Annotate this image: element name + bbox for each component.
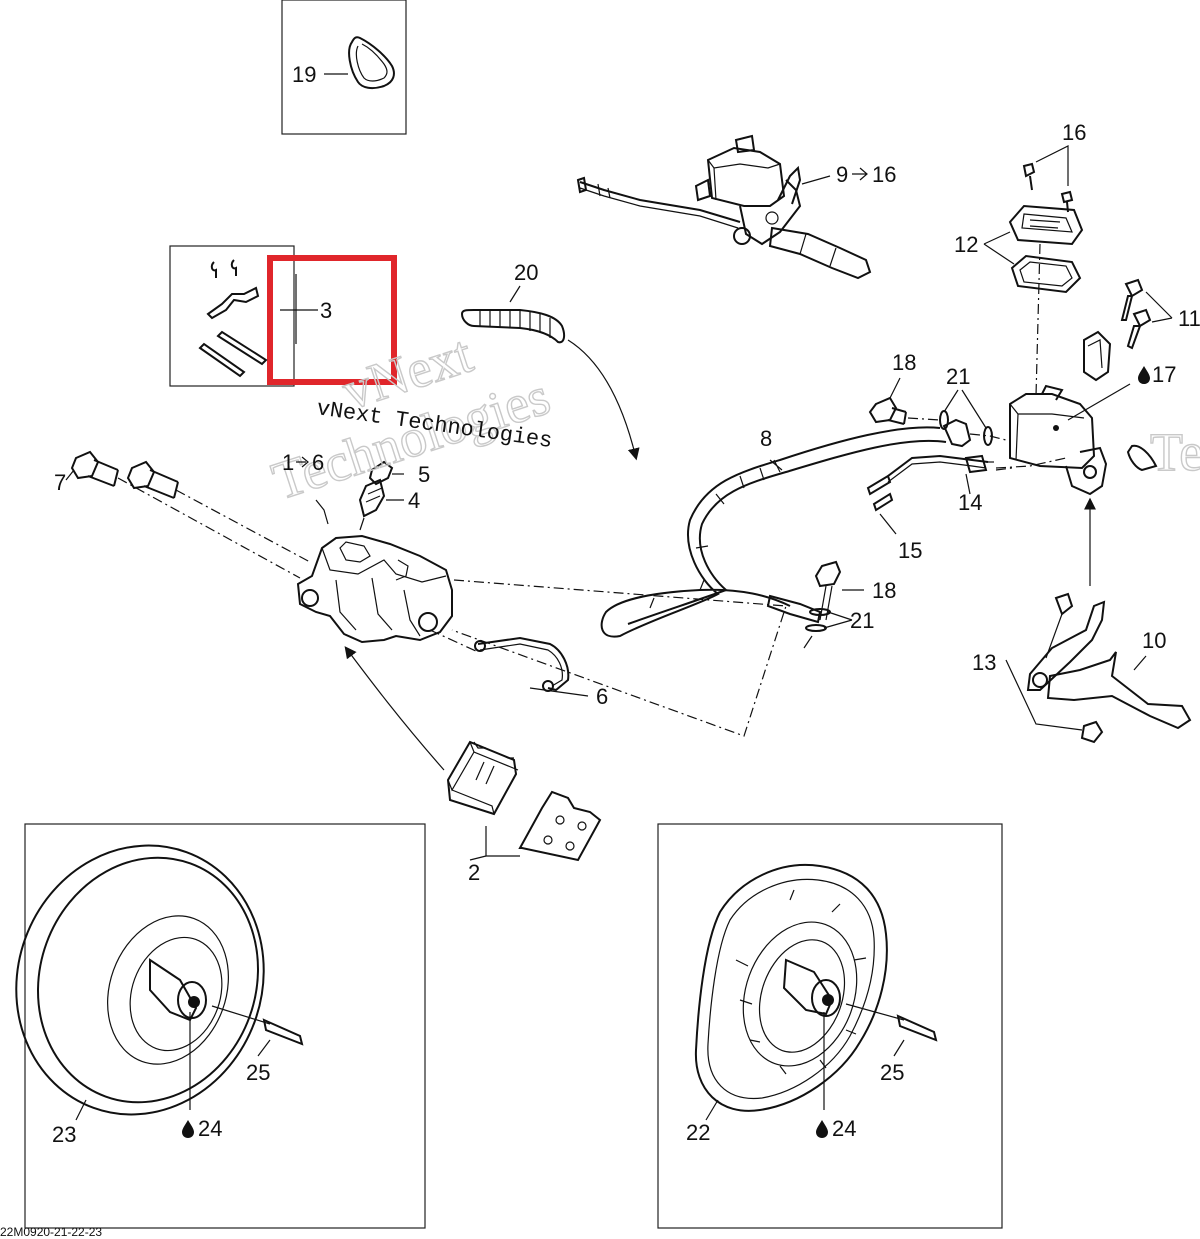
callout-25-left: 25 [246,1060,270,1085]
part-1-caliper [296,499,453,644]
callout-9-16: 9 16 [836,162,896,187]
part-2-brake-pads [344,646,602,862]
part-7-bolts [65,450,311,579]
svg-text:24: 24 [198,1116,222,1141]
part-20-boot [460,285,640,461]
callout-25-right: 25 [880,1060,904,1085]
part-16-screws [1022,145,1074,213]
part-6-brake-line [429,629,589,697]
part-14-15-switch [866,454,1013,535]
part-17-master-body [995,383,1131,496]
callout-2: 2 [468,860,480,885]
part-cap-right [1126,444,1158,472]
callout-8: 8 [760,426,772,451]
svg-text:6: 6 [312,450,324,475]
inset-frame-22 [657,823,1003,1229]
highlight-box[interactable] [267,255,397,385]
part-4-5-bleeder [358,460,404,531]
callout-10: 10 [1142,628,1166,653]
callout-7: 7 [54,470,66,495]
part-12-reservoir-cap [983,204,1084,397]
svg-text:24: 24 [832,1116,856,1141]
callout-18-upper: 18 [892,350,916,375]
svg-text:9: 9 [836,162,848,187]
callout-21-upper: 21 [946,364,970,389]
callout-1-6: 1 6 [282,450,324,475]
svg-text:1: 1 [282,450,294,475]
callouts: 19 3 20 7 1 6 5 4 6 2 8 9 16 16 12 11 17… [0,62,1200,1239]
callout-3: 3 [320,298,332,323]
callout-21-lower: 21 [850,608,874,633]
part-18-21-lower [803,560,864,649]
callout-18-lower: 18 [872,578,896,603]
part-18-21-upper [868,377,1007,448]
callout-19: 19 [292,62,316,87]
callout-20: 20 [514,260,538,285]
inset-frame-3 [169,245,295,387]
part-3-pin-kit [198,259,318,378]
callout-22: 22 [686,1120,710,1145]
part-11-clamp-bolts [1083,278,1173,382]
part-19-clip [324,36,395,90]
part-23-disc [15,844,304,1121]
watermark: vNext Technologies Te vNext Technologies [264,323,1200,512]
callout-13: 13 [972,650,996,675]
part-22-disc [694,864,938,1121]
callout-5: 5 [418,462,430,487]
callout-24-left: 24 [182,1116,222,1141]
callout-14: 14 [958,490,982,515]
callout-11: 11 [1178,306,1200,331]
callout-4: 4 [408,488,420,513]
callout-23: 23 [52,1122,76,1147]
svg-text:16: 16 [872,162,896,187]
watermark-edge: Te [1150,422,1200,482]
callout-16: 16 [1062,120,1086,145]
callout-24-right: 24 [816,1116,856,1141]
part-9-master-cylinder [576,134,872,280]
part-8-brake-hose [600,426,947,638]
part-10-13-lever [1005,497,1192,744]
inset-frame-23 [24,823,426,1229]
callout-17: 17 [1138,362,1176,387]
svg-text:17: 17 [1152,362,1176,387]
callout-12: 12 [954,232,978,257]
callout-15: 15 [898,538,922,563]
callout-6: 6 [596,684,608,709]
drawing-code: 22M0920-21-22-23 [0,1225,102,1239]
inset-frame-19 [281,0,407,135]
